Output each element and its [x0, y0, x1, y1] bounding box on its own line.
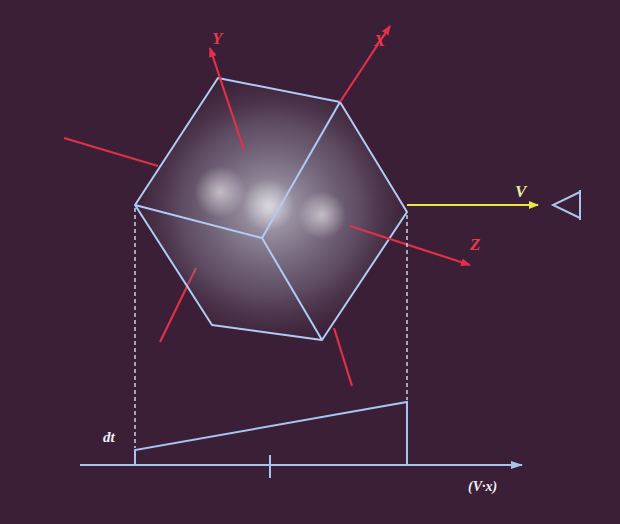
plot-axis [80, 464, 522, 466]
axis-tick [269, 455, 271, 478]
opacity-profile [135, 402, 407, 465]
axis-label: (V·x) [468, 480, 497, 494]
axis-label: Y [212, 30, 222, 47]
axis-label: Z [470, 236, 480, 253]
volume-fog [135, 78, 407, 340]
cube-edges [135, 78, 407, 340]
eye-symbol [553, 190, 580, 220]
view-arrow [407, 204, 538, 206]
axis-arrow [210, 26, 470, 265]
vector-label: V [515, 183, 526, 200]
projection-line [135, 208, 407, 448]
axis-label: X [374, 32, 385, 49]
plot-label: dt [103, 430, 115, 445]
